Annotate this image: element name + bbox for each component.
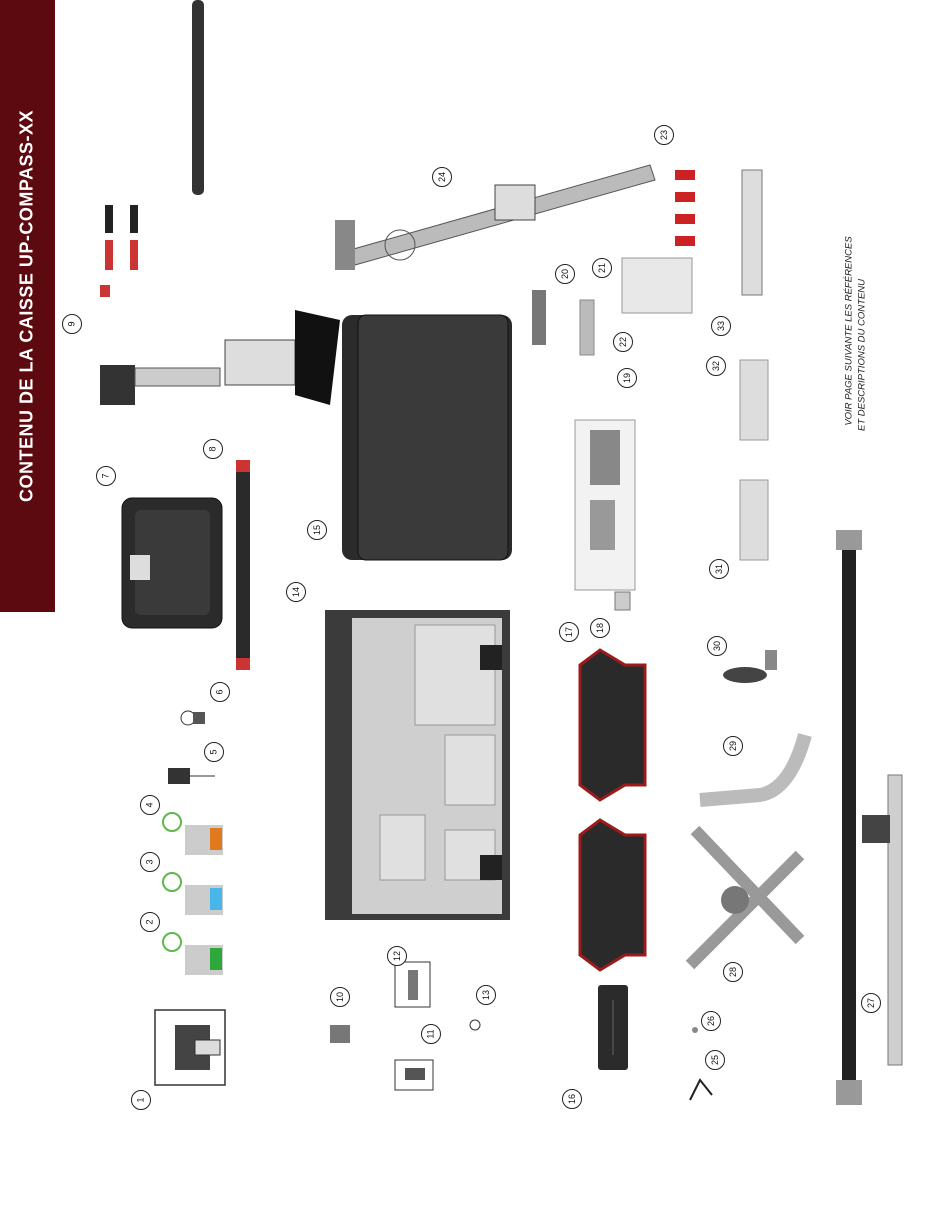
part-12-clamp xyxy=(395,962,430,1007)
callout-3: 3 xyxy=(140,852,160,872)
part-1-measuring-head xyxy=(155,1010,225,1085)
note-line-1: VOIR PAGE SUIVANTE LES RÉFÉRENCES xyxy=(844,236,855,425)
part-28-star-bracket xyxy=(690,830,800,965)
part-26-screw xyxy=(692,1027,698,1033)
callout-24: 24 xyxy=(432,167,452,187)
part-33-rail-bar xyxy=(742,170,762,295)
part-13-pin xyxy=(470,1020,480,1030)
callout-11: 11 xyxy=(421,1024,441,1044)
callout-2: 2 xyxy=(140,912,160,932)
callout-21: 21 xyxy=(592,258,612,278)
part-23-connectors xyxy=(675,170,695,246)
part-16-battery-box xyxy=(598,985,628,1070)
callout-28: 28 xyxy=(723,962,743,982)
callout-32: 32 xyxy=(706,356,726,376)
part-29-bent-tube xyxy=(700,735,805,800)
part-4-sensor xyxy=(163,813,223,855)
part-19-reference-sheet xyxy=(575,420,635,590)
callout-17: 17 xyxy=(559,622,579,642)
part-31-bars xyxy=(740,480,768,560)
callout-18: 18 xyxy=(590,618,610,638)
callout-22: 22 xyxy=(613,332,633,352)
part-14-foam-case xyxy=(325,610,510,920)
part-24-rail-assembly xyxy=(335,165,655,270)
callout-5: 5 xyxy=(204,742,224,762)
callout-27: 27 xyxy=(861,993,881,1013)
callout-15: 15 xyxy=(307,520,327,540)
callout-23: 23 xyxy=(654,125,674,145)
part-27-hose-and-rail xyxy=(836,530,902,1105)
callout-26: 26 xyxy=(701,1011,721,1031)
callout-7: 7 xyxy=(96,466,116,486)
part-25-wrench xyxy=(690,1080,712,1100)
callout-8: 8 xyxy=(203,439,223,459)
callout-29: 29 xyxy=(723,736,743,756)
callout-33: 33 xyxy=(711,316,731,336)
callout-25: 25 xyxy=(705,1050,725,1070)
callout-20: 20 xyxy=(555,264,575,284)
part-20-label xyxy=(532,290,546,345)
part-6-clip xyxy=(181,711,205,725)
part-5-connector xyxy=(168,768,215,784)
part-2-sensor xyxy=(163,933,223,975)
note-line-2: ET DESCRIPTIONS DU CONTENU xyxy=(857,279,868,431)
part-8-cable-tube xyxy=(236,460,250,670)
callout-14: 14 xyxy=(286,582,306,602)
part-7-hard-case xyxy=(122,498,222,628)
part-22-booklet xyxy=(622,258,692,313)
callout-10: 10 xyxy=(330,987,350,1007)
part-32-bars xyxy=(740,360,768,440)
callout-19: 19 xyxy=(617,368,637,388)
callout-13: 13 xyxy=(476,985,496,1005)
part-10-knob xyxy=(330,1025,350,1043)
part-9-cables-and-arm xyxy=(100,0,340,405)
part-3-sensor xyxy=(163,873,223,915)
callout-31: 31 xyxy=(709,559,729,579)
part-21-label xyxy=(580,300,594,355)
callout-12: 12 xyxy=(387,946,407,966)
part-15-case-lid xyxy=(342,315,512,560)
callout-1: 1 xyxy=(131,1090,151,1110)
part-18-tag xyxy=(615,592,630,610)
part-30-foot xyxy=(723,650,777,683)
callout-4: 4 xyxy=(140,795,160,815)
callout-9: 9 xyxy=(62,314,82,334)
callout-6: 6 xyxy=(210,682,230,702)
part-17-bags xyxy=(580,650,645,970)
callout-30: 30 xyxy=(707,636,727,656)
part-11-bracket xyxy=(395,1060,433,1090)
callout-16: 16 xyxy=(562,1089,582,1109)
